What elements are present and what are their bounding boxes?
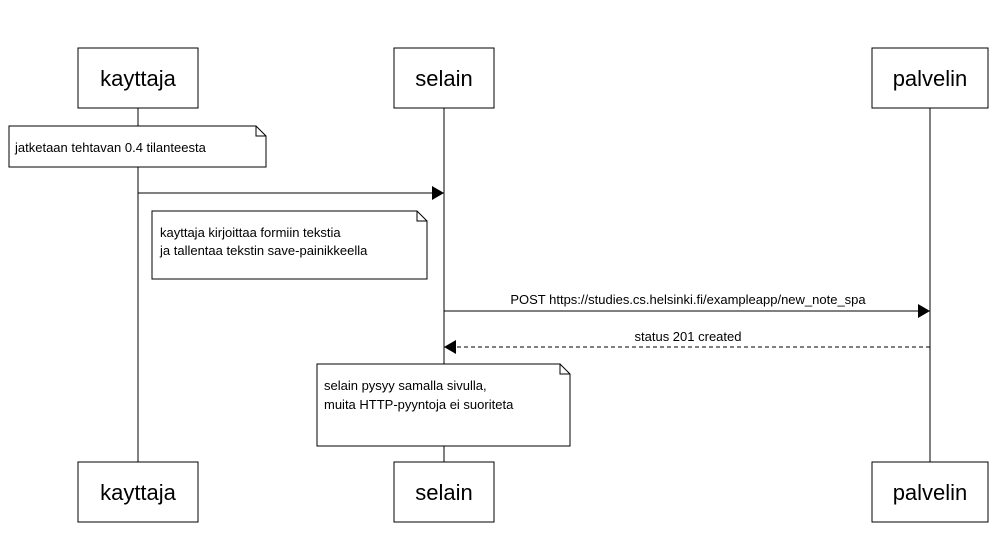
note-browser-stays-line-1: selain pysyy samalla sivulla,: [324, 378, 487, 393]
actor-selain-bottom: selain: [393, 461, 495, 523]
actor-kayttaja-bottom-label: kayttaja: [100, 480, 177, 505]
actor-selain-bottom-label: selain: [415, 480, 472, 505]
actor-selain-top: selain: [393, 47, 495, 109]
actor-kayttaja-top-label: kayttaja: [100, 66, 177, 91]
actor-palvelin-bottom-label: palvelin: [893, 480, 968, 505]
note-browser-stays: selain pysyy samalla sivulla, muita HTTP…: [316, 363, 571, 447]
note-user-writes-form: kayttaja kirjoittaa formiin tekstia ja t…: [151, 210, 428, 280]
actor-palvelin-top: palvelin: [871, 47, 989, 109]
message-post-label: POST https://studies.cs.helsinki.fi/exam…: [510, 292, 866, 307]
actor-palvelin-bottom: palvelin: [871, 461, 989, 523]
note-user-writes-line-1: kayttaja kirjoittaa formiin tekstia: [160, 225, 341, 240]
actor-selain-top-label: selain: [415, 66, 472, 91]
actor-kayttaja-bottom: kayttaja: [77, 461, 199, 523]
note-browser-stays-line-2: muita HTTP-pyyntoja ei suoriteta: [324, 397, 514, 412]
note-continue-line-1: jatketaan tehtavan 0.4 tilanteesta: [14, 140, 207, 155]
note-continue-from-0-4: jatketaan tehtavan 0.4 tilanteesta: [8, 125, 267, 168]
actor-palvelin-top-label: palvelin: [893, 66, 968, 91]
actor-kayttaja-top: kayttaja: [77, 47, 199, 109]
message-response-label: status 201 created: [635, 329, 742, 344]
note-user-writes-line-2: ja tallentaa tekstin save-painikkeella: [159, 243, 368, 258]
